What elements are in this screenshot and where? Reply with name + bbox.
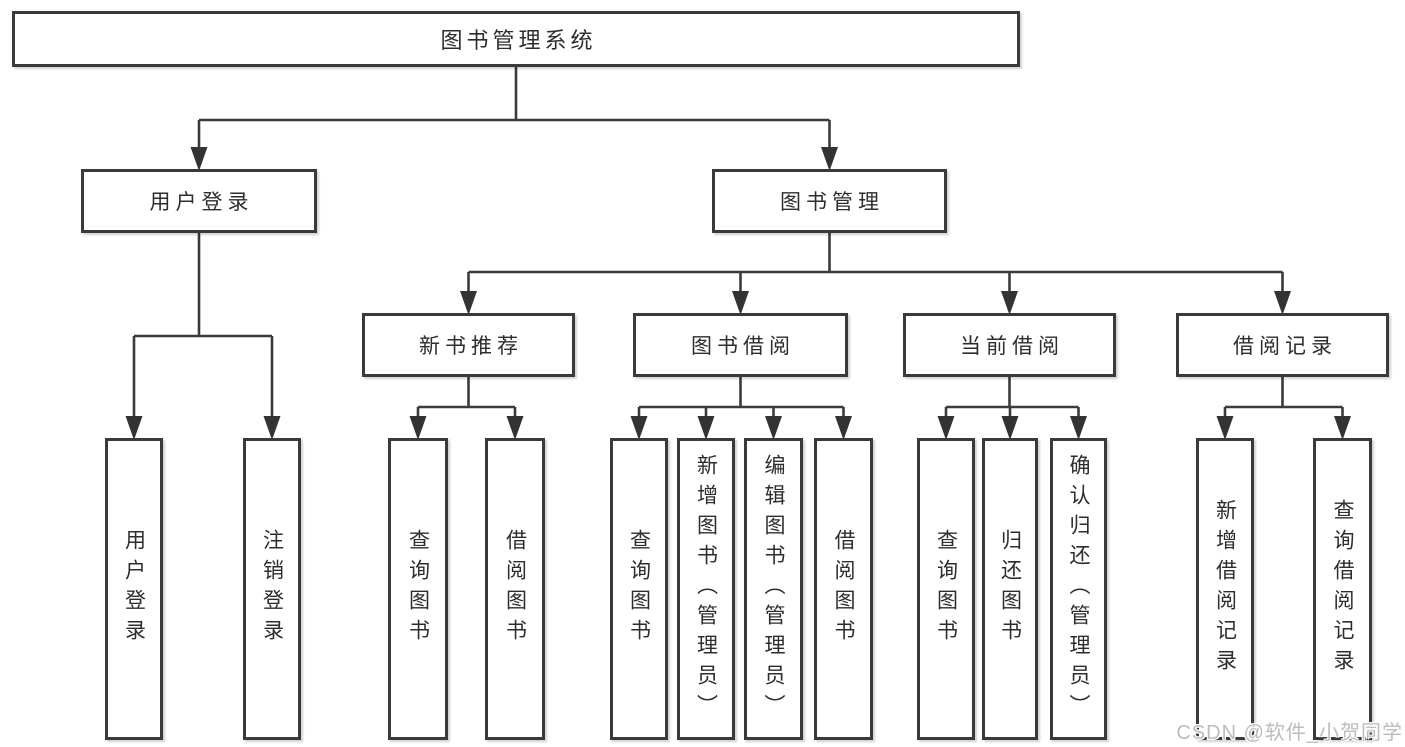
node-leaf-add-record: 新增借阅记录 — [1196, 438, 1254, 740]
node-label: 图书管理系统 — [440, 28, 597, 53]
node-label: 新增图书（管理员） — [694, 454, 718, 724]
node-label: 新书推荐 — [419, 335, 523, 358]
node-label: 借阅记录 — [1233, 335, 1337, 358]
node-label: 当前借阅 — [960, 335, 1064, 358]
node-leaf-confirm-return: 确认归还（管理员） — [1050, 438, 1107, 740]
node-label: 新增借阅记录 — [1213, 499, 1237, 679]
node-label: 图书管理 — [780, 191, 884, 214]
node-label: 查询图书 — [627, 529, 651, 649]
watermark-text: CSDN @软件_小贺同学 — [1176, 722, 1403, 744]
node-label: 借阅图书 — [503, 529, 527, 649]
node-label: 查询图书 — [934, 529, 958, 649]
node-label: 用户登录 — [149, 191, 254, 214]
node-leaf-borrow-books-1: 借阅图书 — [485, 438, 545, 740]
node-leaf-return-books: 归还图书 — [982, 438, 1038, 740]
node-label: 查询借阅记录 — [1331, 499, 1354, 679]
node-book-borrow: 图书借阅 — [633, 313, 848, 377]
node-label: 图书借阅 — [691, 335, 795, 358]
node-label: 确认归还（管理员） — [1067, 454, 1090, 724]
node-label: 借阅图书 — [832, 529, 855, 649]
node-leaf-query-books-2: 查询图书 — [610, 438, 668, 740]
node-leaf-query-books-1: 查询图书 — [388, 438, 448, 740]
node-leaf-logout: 注销登录 — [243, 438, 301, 740]
node-borrow-records: 借阅记录 — [1176, 313, 1389, 377]
node-label: 查询图书 — [406, 529, 430, 649]
node-leaf-add-books-admin: 新增图书（管理员） — [677, 438, 735, 740]
node-user-login: 用户登录 — [81, 169, 317, 233]
node-leaf-user-login: 用户登录 — [105, 438, 163, 740]
node-system: 图书管理系统 — [12, 11, 1020, 67]
node-current-borrow: 当前借阅 — [903, 313, 1116, 377]
node-label: 用户登录 — [122, 529, 146, 649]
node-label: 注销登录 — [260, 529, 284, 649]
node-leaf-query-record: 查询借阅记录 — [1313, 438, 1372, 740]
node-leaf-edit-books-admin: 编辑图书（管理员） — [744, 438, 803, 740]
node-label: 编辑图书（管理员） — [762, 454, 785, 724]
node-label: 归还图书 — [998, 529, 1022, 649]
node-book-management: 图书管理 — [712, 169, 947, 233]
node-new-book-recommend: 新书推荐 — [362, 313, 575, 377]
node-leaf-borrow-books-2: 借阅图书 — [814, 438, 873, 740]
node-leaf-query-books-3: 查询图书 — [917, 438, 975, 740]
